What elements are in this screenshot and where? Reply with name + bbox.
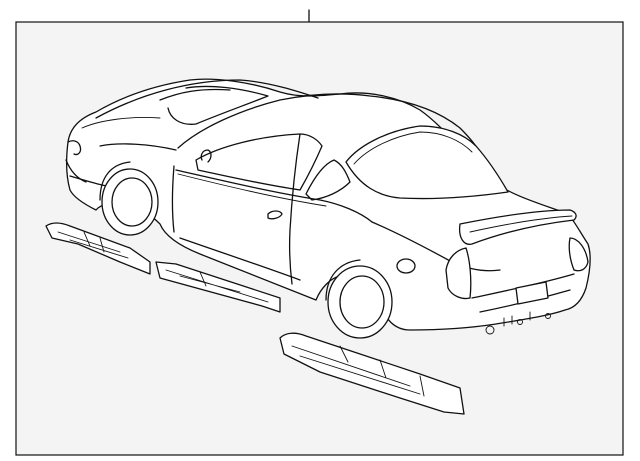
car-body [65, 78, 591, 339]
rear-wheel [327, 265, 393, 339]
rocker-panel-center [155, 261, 281, 313]
rocker-panel-rear [279, 332, 465, 415]
front-wheel [101, 168, 159, 236]
rocker-panel-front-left [45, 222, 151, 275]
